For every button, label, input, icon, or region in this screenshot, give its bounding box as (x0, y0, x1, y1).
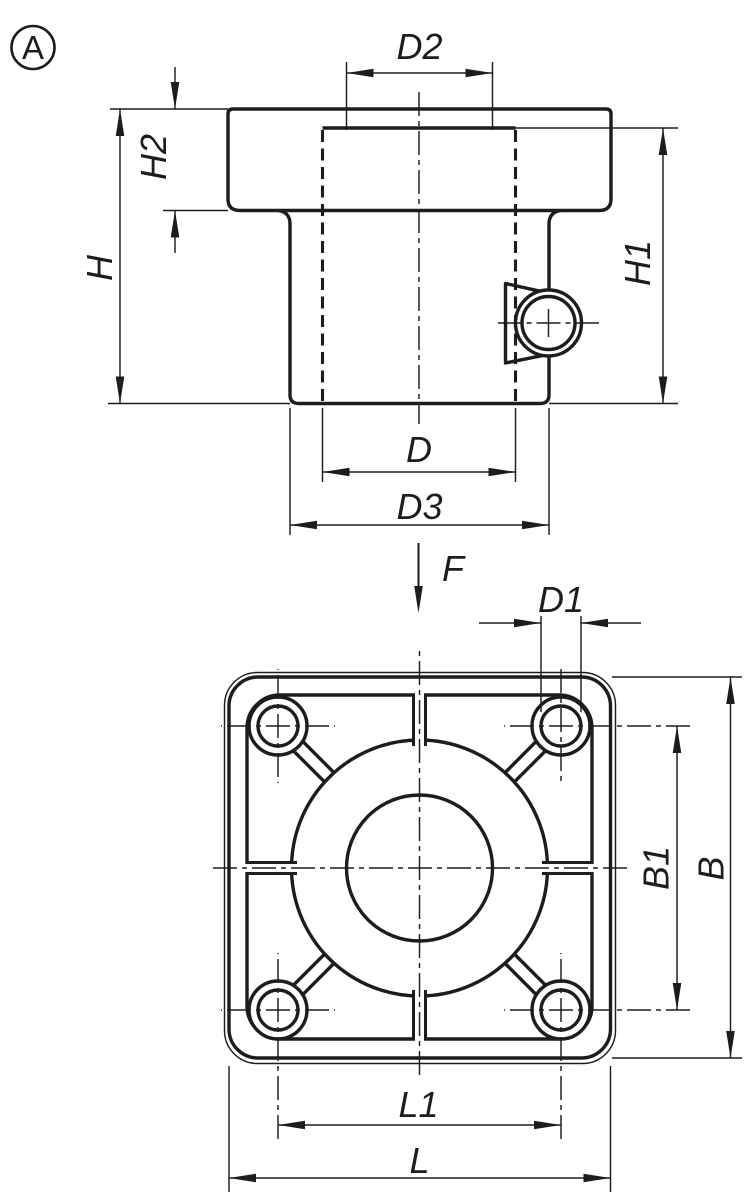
force-arrowhead (414, 586, 423, 613)
dimension-arrow (170, 82, 180, 109)
dimension-arrow (278, 1120, 305, 1130)
dim-label-h2: H2 (133, 134, 174, 180)
dimension-L1: L1 (278, 1084, 561, 1130)
dimension-arrow (583, 1173, 611, 1183)
dimension-arrow (658, 128, 668, 155)
dim-label-h1: H1 (617, 240, 658, 286)
dimension-D2: D2 (346, 26, 493, 78)
plan-centerlines (209, 648, 690, 1140)
dim-label-l: L (409, 1140, 429, 1181)
dimension-arrow (726, 1031, 735, 1058)
dimension-arrow (115, 109, 125, 136)
dim-label-h: H (79, 254, 120, 281)
dimension-arrow (534, 1120, 561, 1130)
dimension-arrow (658, 376, 668, 404)
top-view: D1 B1 B L1 L (209, 579, 742, 1192)
dimension-L: L (229, 1140, 611, 1183)
body-outline (277, 208, 562, 406)
dimension-H: H (79, 109, 125, 404)
dim-label-d: D (406, 429, 432, 470)
dimension-arrow (322, 467, 350, 477)
dimension-arrow (290, 520, 317, 530)
detail-marker-label: A (22, 29, 44, 66)
dimension-arrow (522, 520, 549, 530)
detail-marker: A (10, 24, 56, 71)
dim-label-b1: B1 (636, 846, 677, 890)
dim-label-d3: D3 (396, 486, 442, 527)
dimension-arrow (465, 68, 493, 78)
dimension-D: D (322, 429, 516, 477)
dimension-arrow (726, 677, 735, 704)
force-arrow: F (414, 543, 466, 613)
dim-label-d1: D1 (538, 579, 584, 620)
dimension-B1: B1 (636, 726, 682, 1010)
dimension-arrow (581, 618, 608, 628)
plan-extension-lines (228, 616, 742, 1192)
dimension-H2: H2 (133, 67, 180, 253)
dimension-B: B (691, 677, 735, 1058)
dimension-arrow (488, 467, 516, 477)
side-hole-inner-circle (520, 294, 577, 352)
dimension-D3: D3 (290, 486, 549, 530)
dimension-arrow (170, 210, 180, 238)
dimension-arrow (115, 376, 125, 404)
dimension-D1: D1 (479, 579, 641, 628)
dimension-arrow (346, 68, 374, 78)
dimension-H1: H1 (617, 128, 668, 404)
front-extension-lines (108, 62, 678, 535)
dim-label-d2: D2 (396, 26, 442, 67)
dim-label-b: B (691, 856, 732, 880)
flange-outline (226, 107, 613, 213)
force-label: F (442, 548, 466, 589)
dimension-arrow (672, 726, 682, 753)
dimension-arrow (672, 983, 682, 1010)
dim-label-l1: L1 (398, 1084, 438, 1125)
detail-marker-circle (10, 24, 56, 71)
side-hole (498, 281, 599, 365)
front-part-outline (226, 107, 613, 406)
dimension-arrow (229, 1173, 256, 1183)
dimension-arrow (514, 618, 541, 628)
front-view: D2 H H2 H1 D (79, 26, 678, 613)
